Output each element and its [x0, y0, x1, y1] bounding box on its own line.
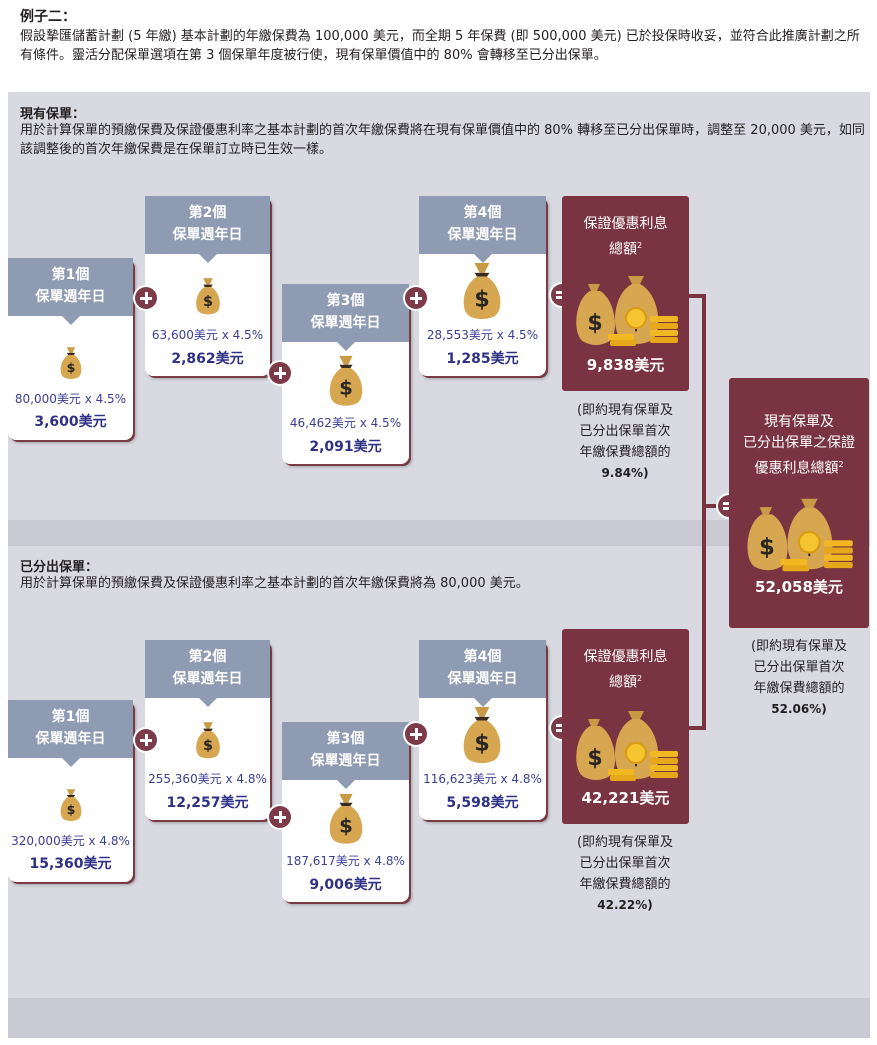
calculation: 46,462美元 x 4.5%: [289, 416, 402, 430]
card-header: 第1個 保單週年日: [8, 700, 133, 767]
money-bag-icon: $: [463, 262, 501, 320]
plus-icon: [269, 806, 291, 828]
note-percentage: 9.84%): [601, 466, 649, 480]
interest-amount: 2,091美元: [309, 439, 382, 455]
money-bag-icon: $: [463, 706, 501, 764]
connector-line: [688, 294, 706, 298]
calculation: 63,600美元 x 4.5%: [151, 328, 264, 342]
note-percentage: 52.06%): [771, 702, 827, 716]
card-header: 第1個 保單週年日: [8, 258, 133, 325]
grand-total-label: 現有保單及 已分出保單之保證 優惠利息總額2: [743, 414, 855, 477]
card-header: 第4個 保單週年日: [419, 196, 546, 263]
svg-text:$: $: [587, 311, 602, 336]
anniversary-card: 第1個 保單週年日 $ 80,000美元 x 4.5% 3,600美元: [8, 258, 133, 440]
plus-icon: [405, 723, 427, 745]
money-bag-icon: $: [196, 278, 220, 315]
split-interest-total-box: 保證優惠利息 總額2 $ $ 42,221美元: [562, 629, 689, 824]
note-text: (即約現有保單及 已分出保單首次 年繳保費總額的: [750, 639, 848, 696]
example-title: 例子二：: [20, 9, 76, 25]
grand-total-amount: 52,058美元: [755, 578, 843, 596]
anniversary-card: 第2個 保單週年日 $ 255,360美元 x 4.8% 12,257美元: [145, 640, 270, 820]
calculation: 320,000美元 x 4.8%: [11, 834, 130, 848]
plus-icon: [269, 362, 291, 384]
interest-amount: 5,598美元: [446, 795, 519, 811]
money-bag-icon: $: [60, 789, 82, 821]
svg-text:$: $: [474, 730, 490, 756]
anniversary-card: 第4個 保單週年日 $ 116,623美元 x 4.8% 5,598美元: [419, 640, 546, 820]
interest-amount: 2,862美元: [171, 351, 244, 367]
card-header: 第3個 保單週年日: [282, 722, 409, 789]
total-amount: 9,838美元: [586, 356, 665, 374]
split-total-note: (即約現有保單及 已分出保單首次 年繳保費總額的 42.22%): [556, 832, 694, 916]
interest-amount: 15,360美元: [29, 856, 112, 872]
interest-amount: 1,285美元: [446, 351, 519, 367]
grand-interest-total-box: 現有保單及 已分出保單之保證 優惠利息總額2 $ $ 52,058美元: [729, 378, 869, 628]
connector-line: [688, 726, 706, 730]
anniversary-card: 第3個 保單週年日 $ 187,617美元 x 4.8% 9,006美元: [282, 722, 409, 902]
interest-amount: 12,257美元: [166, 795, 249, 811]
total-amount: 42,221美元: [581, 789, 670, 807]
panel-footer: [8, 998, 870, 1038]
calculation: 80,000美元 x 4.5%: [14, 392, 127, 406]
card-header: 第4個 保單週年日: [419, 640, 546, 707]
money-bag-icon: $: [329, 793, 363, 844]
note-text: (即約現有保單及 已分出保單首次 年繳保費總額的: [576, 835, 674, 892]
money-bags-coins-icon: $ $: [747, 498, 853, 572]
plus-icon: [135, 287, 157, 309]
svg-text:$: $: [474, 286, 490, 312]
calculation: 28,553美元 x 4.5%: [426, 328, 539, 342]
calculation: 116,623美元 x 4.8%: [423, 772, 542, 786]
svg-text:$: $: [67, 360, 76, 375]
connector-line: [702, 504, 732, 508]
svg-text:$: $: [339, 814, 353, 837]
note-percentage: 42.22%): [597, 898, 653, 912]
money-bag-icon: $: [196, 722, 220, 759]
svg-text:$: $: [203, 738, 213, 754]
connector-line: [702, 294, 706, 730]
existing-policy-title: 現有保單：: [20, 107, 86, 122]
money-bag-icon: $: [60, 347, 82, 379]
existing-total-note: (即約現有保單及 已分出保單首次 年繳保費總額的 9.84%): [556, 400, 694, 484]
intro-section: 例子二： 假設摯匯儲蓄計劃 (5 年繳) 基本計劃的年繳保費為 100,000 …: [0, 0, 877, 92]
existing-interest-total-box: 保證優惠利息 總額2 $ $ 9,838美元: [562, 196, 689, 391]
plus-icon: [405, 287, 427, 309]
interest-amount: 3,600美元: [34, 414, 107, 430]
anniversary-card: 第1個 保單週年日 $ 320,000美元 x 4.8% 15,360美元: [8, 700, 133, 882]
card-header: 第2個 保單週年日: [145, 640, 270, 707]
money-bags-coins-icon: $ $: [576, 276, 678, 346]
anniversary-card: 第4個 保單週年日 $ 28,553美元 x 4.5% 1,285美元: [419, 196, 546, 376]
calculation: 255,360美元 x 4.8%: [148, 772, 267, 786]
existing-policy-description: 用於計算保單的預繳保費及保證優惠利率之基本計劃的首次年繳保費將在現有保單價值中的…: [20, 123, 865, 157]
panel-divider: [8, 520, 870, 546]
anniversary-card: 第2個 保單週年日 $ 63,600美元 x 4.5% 2,862美元: [145, 196, 270, 376]
svg-text:$: $: [587, 746, 602, 771]
svg-text:$: $: [67, 802, 76, 817]
note-text: (即約現有保單及 已分出保單首次 年繳保費總額的: [576, 403, 674, 460]
anniversary-card: 第3個 保單週年日 $ 46,462美元 x 4.5% 2,091美元: [282, 284, 409, 464]
grand-total-note: (即約現有保單及 已分出保單首次 年繳保費總額的 52.06%): [729, 636, 869, 720]
svg-text:$: $: [203, 294, 213, 310]
money-bag-icon: $: [329, 355, 363, 406]
calculation: 187,617美元 x 4.8%: [286, 854, 405, 868]
card-header: 第3個 保單週年日: [282, 284, 409, 351]
total-label: 保證優惠利息 總額2: [583, 649, 668, 691]
split-policy-title: 已分出保單：: [20, 560, 99, 575]
example-description: 假設摯匯儲蓄計劃 (5 年繳) 基本計劃的年繳保費為 100,000 美元，而全…: [20, 29, 860, 63]
card-header: 第2個 保單週年日: [145, 196, 270, 263]
money-bags-coins-icon: $ $: [576, 711, 678, 781]
svg-text:$: $: [759, 535, 775, 561]
total-label: 保證優惠利息 總額2: [583, 216, 668, 258]
plus-icon: [135, 729, 157, 751]
svg-text:$: $: [339, 376, 353, 399]
interest-amount: 9,006美元: [309, 877, 382, 893]
split-policy-description: 用於計算保單的預繳保費及保證優惠利率之基本計劃的首次年繳保費將為 80,000 …: [20, 576, 529, 591]
